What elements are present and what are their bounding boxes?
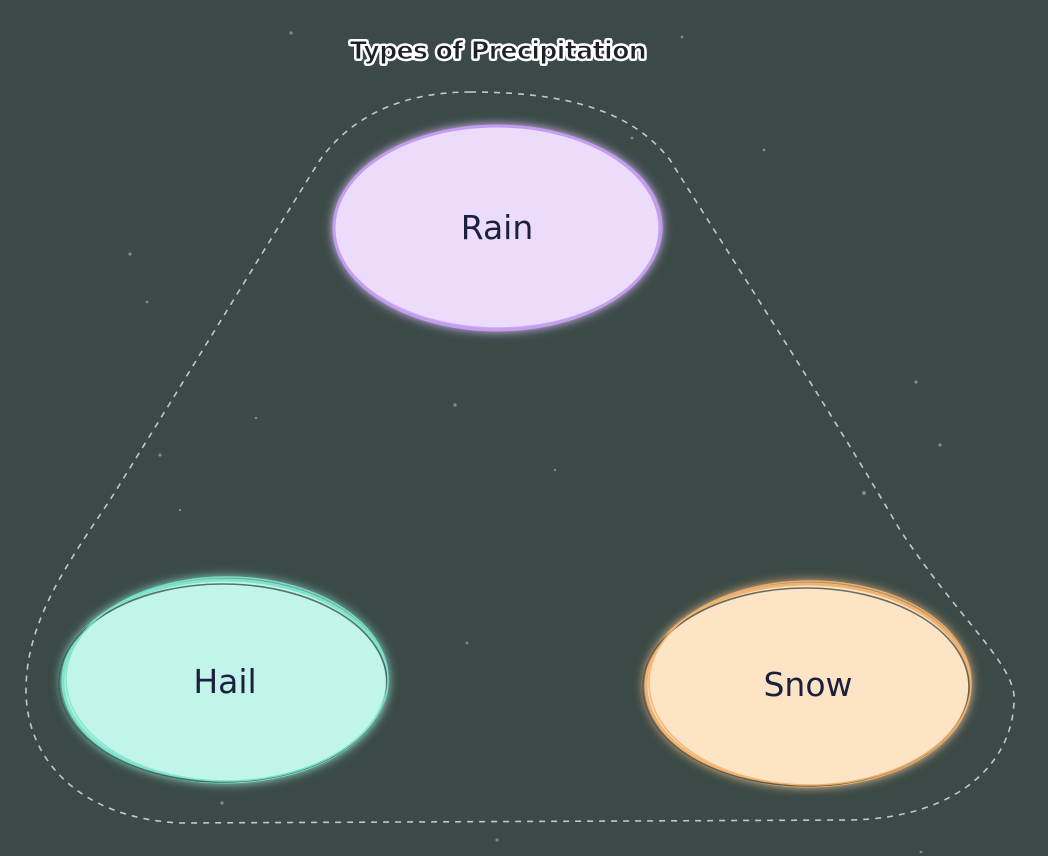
node-label-hail: Hail: [193, 662, 257, 701]
node-label-snow: Snow: [763, 665, 853, 704]
group-outline: [25, 91, 1015, 824]
background-stars: [128, 31, 942, 854]
node-rain[interactable]: [332, 124, 663, 332]
node-snow[interactable]: [642, 580, 972, 788]
node-label-rain: Rain: [460, 208, 534, 247]
diagram-title: Types of Precipitation: [349, 36, 647, 66]
node-hail[interactable]: [58, 576, 389, 784]
